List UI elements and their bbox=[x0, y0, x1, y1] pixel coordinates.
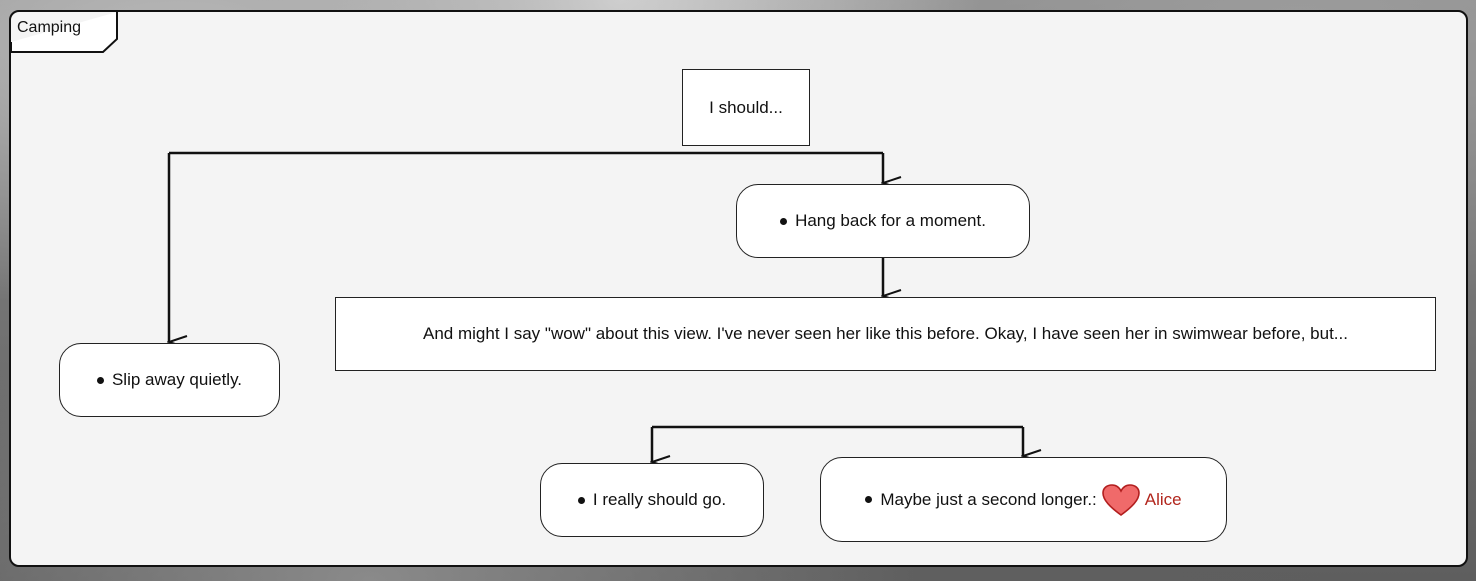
choice-really-go-label: I really should go. bbox=[592, 490, 727, 509]
narration-text: And might I say "wow" about this view. I… bbox=[423, 324, 1348, 343]
choice-hang-back-label: Hang back for a moment. bbox=[795, 211, 986, 230]
bullet-icon bbox=[865, 496, 873, 503]
prompt-text: I should... bbox=[709, 97, 783, 117]
choice-hang-back[interactable]: Hang back for a moment. bbox=[736, 184, 1030, 258]
prompt-box: I should... bbox=[682, 69, 810, 146]
choice-second-longer[interactable]: Maybe just a second longer.: Alice bbox=[820, 457, 1227, 542]
frame-title: Camping bbox=[17, 19, 82, 36]
heart-icon bbox=[1101, 483, 1140, 516]
bullet-icon bbox=[96, 376, 104, 384]
choice-slip-away[interactable]: Slip away quietly. bbox=[59, 343, 280, 417]
character-name: Alice bbox=[1144, 489, 1182, 509]
frame-title-tab bbox=[11, 12, 118, 53]
narration-box: And might I say "wow" about this view. I… bbox=[335, 297, 1436, 371]
choice-slip-away-label: Slip away quietly. bbox=[111, 370, 243, 389]
choice-second-longer-label: Maybe just a second longer.: bbox=[880, 489, 1097, 509]
bullet-icon bbox=[780, 217, 788, 225]
choice-really-go[interactable]: I really should go. bbox=[540, 463, 764, 537]
bullet-icon bbox=[577, 496, 585, 504]
